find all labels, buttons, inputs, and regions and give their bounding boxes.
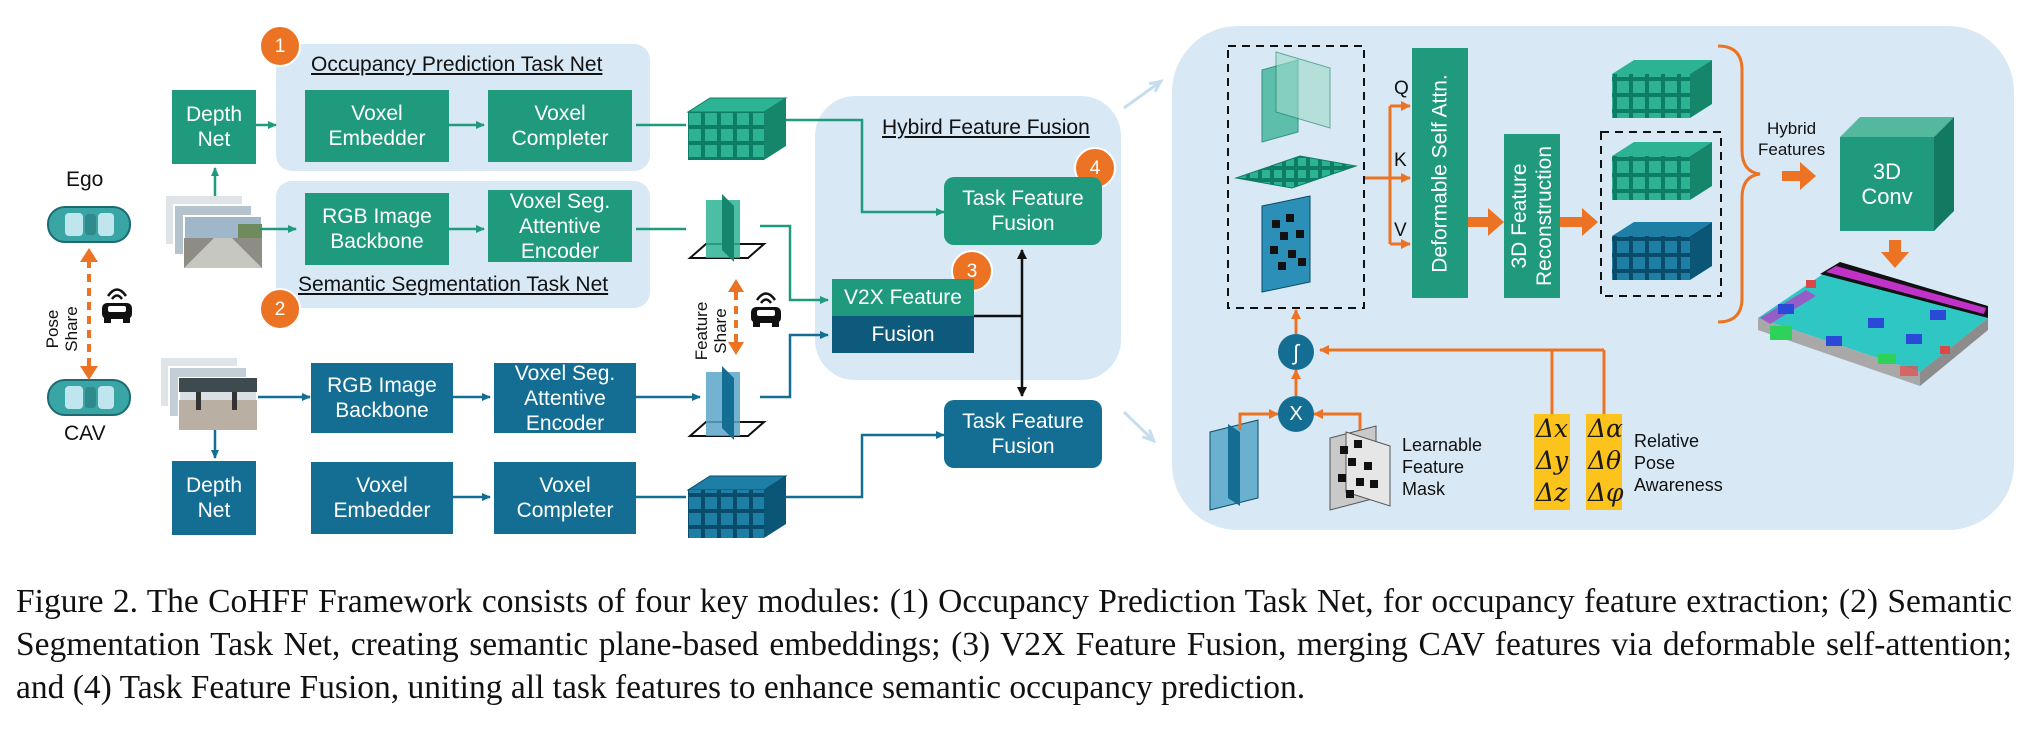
delta-x: Δx xyxy=(1536,414,1569,443)
ego-voxel-grid xyxy=(686,97,788,160)
delta-z: Δz xyxy=(1536,478,1568,507)
qkv-source-dashed-box xyxy=(1227,45,1365,309)
voxel-seg-encoder-cav-box: Voxel Seg. Attentive Encoder xyxy=(494,362,636,435)
voxel-embedder-cav-box: Voxel Embedder xyxy=(311,462,453,534)
rotation-delta-block xyxy=(1586,414,1622,510)
deformable-attn-box: Deformable Self Attn. xyxy=(1412,48,1468,298)
cav-car-icon xyxy=(47,379,131,416)
badge-2: 2 xyxy=(274,298,286,320)
recon-green-voxels-top xyxy=(1612,60,1712,118)
feature-share-car-icon xyxy=(751,292,781,327)
recon-blue-voxels xyxy=(1612,222,1712,280)
hybrid-features-brace xyxy=(1717,44,1761,324)
relative-pose-label: Relative Pose Awareness xyxy=(1634,431,1723,495)
voxel-completer-ego-box: Voxel Completer xyxy=(488,90,632,162)
pose-share-label: Pose Share xyxy=(34,292,90,351)
feature-share-label: Feature Share xyxy=(676,294,746,361)
sigmoid-symbol: ∫ xyxy=(1292,339,1300,365)
k-label: K xyxy=(1394,150,1407,171)
task-fusion-top-box: Task Feature Fusion xyxy=(944,177,1102,245)
feature-recon-box: 3D Feature Reconstruction xyxy=(1504,134,1560,298)
recon-dashed-box xyxy=(1600,131,1722,297)
v2x-fusion-top-box: V2X Feature xyxy=(832,279,974,316)
cav-camera-images xyxy=(159,356,258,431)
q-label: Q xyxy=(1394,78,1409,99)
pose-share-car-icon xyxy=(102,288,132,323)
detail-panel xyxy=(1172,26,2014,530)
cav-voxel-grid xyxy=(686,475,788,538)
voxel-embedder-ego-box: Voxel Embedder xyxy=(305,90,449,162)
recon-green-voxels xyxy=(1612,142,1712,200)
semantic-occupancy-output xyxy=(1758,262,1988,386)
badge-2-circle xyxy=(259,288,301,330)
multiply-node xyxy=(1278,396,1314,432)
input-feature-planes xyxy=(1209,419,1259,511)
k-grid xyxy=(1234,155,1358,189)
pose-share-text: Pose Share xyxy=(43,306,81,352)
sigmoid-node xyxy=(1278,334,1314,370)
feature-recon-label: 3D Feature Reconstruction xyxy=(1508,145,1557,287)
occupancy-net-title: Occupancy Prediction Task Net xyxy=(311,53,603,76)
v2x-fusion-bottom-box: Fusion xyxy=(832,316,974,353)
v-mask-planes xyxy=(1261,195,1311,293)
ego-camera-images xyxy=(164,194,263,269)
conv3d-cube xyxy=(1840,117,1954,231)
v-label: V xyxy=(1394,220,1407,241)
depth-net-cav-box: Depth Net xyxy=(172,461,256,535)
rgb-backbone-ego-box: RGB Image Backbone xyxy=(305,193,449,265)
ego-label: Ego xyxy=(66,168,104,191)
cav-label: CAV xyxy=(64,422,106,445)
deformable-attn-label: Deformable Self Attn. xyxy=(1428,73,1452,273)
delta-alpha: Δα xyxy=(1588,414,1623,443)
multiply-symbol: X xyxy=(1289,402,1303,425)
delta-theta: Δθ xyxy=(1588,446,1622,475)
badge-3: 3 xyxy=(966,260,978,282)
voxel-completer-cav-box: Voxel Completer xyxy=(494,462,636,534)
feature-share-text: Feature Share xyxy=(692,301,730,361)
badge-4: 4 xyxy=(1089,157,1101,179)
badge-1-circle xyxy=(259,25,301,67)
task-fusion-bottom-box: Task Feature Fusion xyxy=(944,400,1102,468)
badge-1: 1 xyxy=(274,35,286,57)
voxel-seg-encoder-ego-box: Voxel Seg. Attentive Encoder xyxy=(488,190,632,263)
ego-car-icon xyxy=(47,206,131,243)
learnable-feature-mask-icon xyxy=(1329,425,1391,511)
conv3d-label: 3D Conv xyxy=(1861,159,1913,209)
cav-semantic-planes xyxy=(687,366,767,440)
figure-caption: Figure 2. The CoHFF Framework consists o… xyxy=(16,583,2012,706)
hybrid-fusion-title: Hybird Feature Fusion xyxy=(882,116,1090,139)
rgb-backbone-cav-box: RGB Image Backbone xyxy=(311,363,453,433)
delta-y: Δy xyxy=(1536,446,1569,475)
delta-phi: Δφ xyxy=(1588,478,1624,507)
learnable-mask-label: Learnable Feature Mask xyxy=(1402,435,1483,499)
translation-delta-block xyxy=(1534,414,1570,510)
depth-net-ego-box: Depth Net xyxy=(172,90,256,164)
semantic-net-title: Semantic Segmentation Task Net xyxy=(298,273,609,296)
q-planes xyxy=(1261,51,1331,143)
ego-semantic-planes xyxy=(687,194,767,262)
hybrid-features-label: Hybrid Features xyxy=(1758,119,1826,159)
